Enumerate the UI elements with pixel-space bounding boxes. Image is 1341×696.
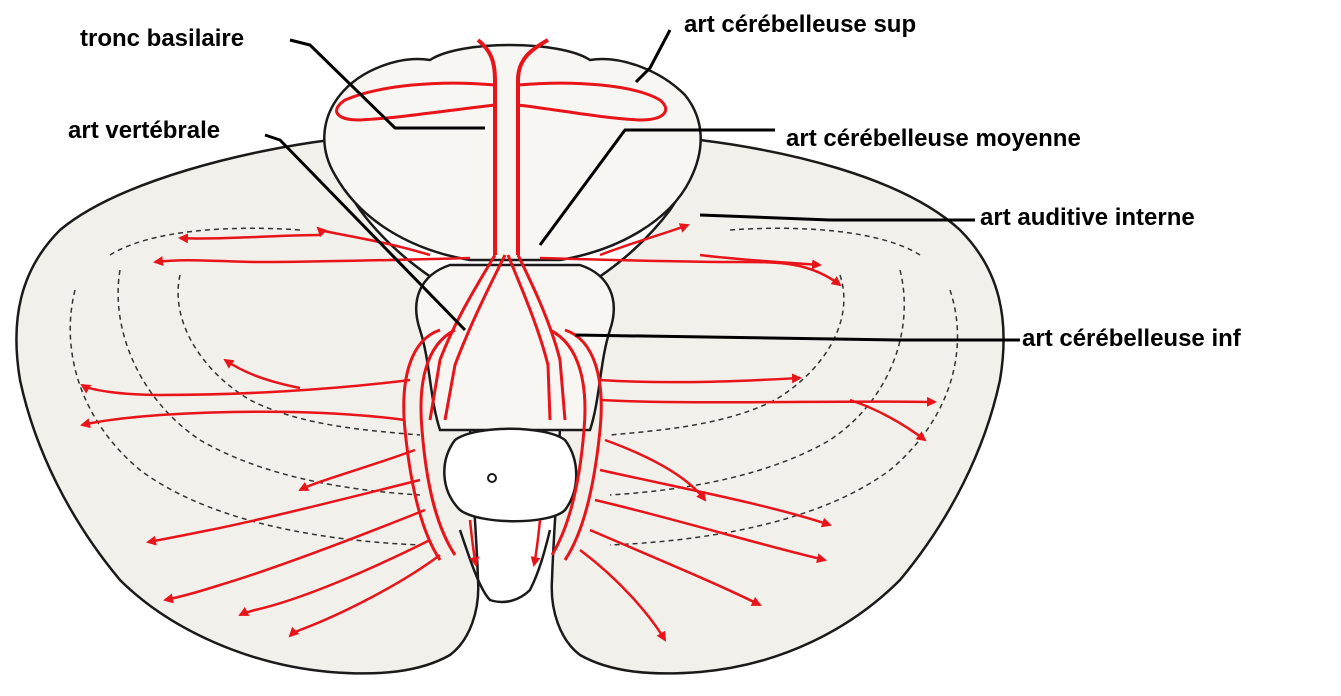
label-art-cerebelleuse-sup: art cérébelleuse sup	[684, 13, 916, 37]
label-art-auditive-interne: art auditive interne	[980, 206, 1195, 230]
label-tronc-basilaire: tronc basilaire	[80, 27, 244, 51]
spinal-cord-section	[444, 429, 576, 522]
label-art-cerebelleuse-moyenne: art cérébelleuse moyenne	[786, 127, 1081, 151]
label-art-cerebelleuse-inf: art cérébelleuse inf	[1022, 327, 1241, 351]
label-art-vertebrale: art vertébrale	[68, 119, 220, 143]
pons-outline	[324, 45, 700, 260]
